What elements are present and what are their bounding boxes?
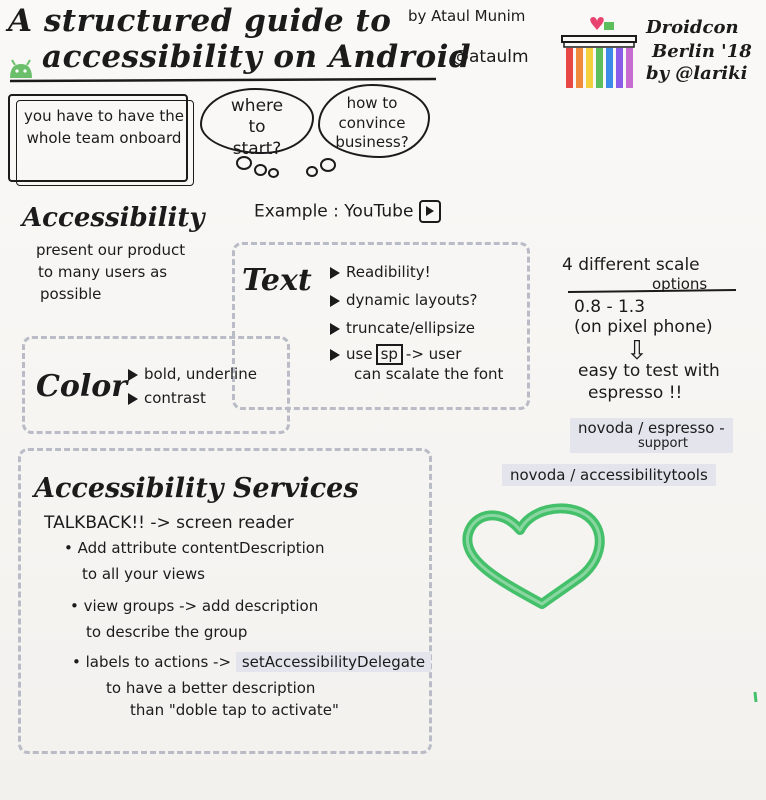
set-accessibility-delegate-tag: setAccessibilityDelegate: [235, 652, 432, 672]
thought-bubble: [236, 156, 252, 170]
team-note-box-shadow: [16, 100, 194, 186]
triangle-bullet-icon: [128, 392, 138, 405]
espresso-tag-line-2: support: [638, 435, 688, 451]
convince-business: how to convince business?: [335, 94, 409, 151]
services-heading: Accessibility Services: [34, 473, 359, 504]
color-item: contrast: [128, 390, 206, 407]
text-item: dynamic layouts?: [330, 292, 477, 309]
espresso-tag-line-1: novoda / espresso -: [578, 419, 725, 437]
services-bullet-2-line-2: to describe the group: [86, 623, 248, 641]
event-line-3: by @lariki: [646, 63, 748, 84]
arrow-down-icon: ⇩: [626, 336, 648, 366]
espresso-support-tag: novoda / espresso - support: [570, 418, 733, 453]
scale-test-1: easy to test with: [578, 361, 720, 381]
color-heading: Color: [36, 369, 128, 404]
scale-heading-2: options: [652, 275, 708, 293]
services-bullet-3-line-3: than "doble tap to activate": [130, 701, 339, 719]
triangle-bullet-icon: [330, 294, 340, 307]
brandenburg-gate-icon: [561, 17, 637, 88]
text-item: truncate/ellipsize: [330, 320, 475, 337]
accessibility-line-3: possible: [40, 285, 102, 303]
services-bullet-3-line-2: to have a better description: [106, 679, 316, 697]
accessibility-heading: Accessibility: [22, 203, 205, 233]
thought-bubble: [306, 166, 318, 177]
text-heading: Text: [242, 263, 312, 298]
team-note-box: [8, 94, 188, 182]
color-item: bold, underline: [128, 366, 257, 383]
triangle-bullet-icon: [330, 322, 340, 335]
event-line-2: Berlin '18: [652, 41, 752, 62]
author: by Ataul Munim: [408, 7, 526, 25]
services-bullet-1: • Add attribute contentDescription: [64, 539, 325, 557]
scale-device: (on pixel phone): [574, 317, 713, 337]
twitter-handle: @ataulm: [452, 47, 529, 67]
play-icon: [419, 200, 442, 223]
example-text: Example : YouTube: [254, 201, 414, 222]
title-line-2: accessibility on Android: [42, 39, 472, 75]
text-item: Readibility!: [330, 264, 431, 281]
accessibilitytools-tag: novoda / accessibilitytools: [502, 464, 716, 486]
thought-bubble: [320, 158, 336, 172]
scale-underline: [567, 289, 737, 293]
services-bullet-1-line-2: to all your views: [82, 565, 205, 583]
services-bullet-3: • labels to actions -> setAccessibilityD…: [72, 652, 432, 672]
team-note: you have to have the whole team onboard: [24, 107, 184, 147]
color-section-frame: [22, 336, 290, 434]
sp-unit-box: sp: [375, 344, 403, 365]
services-bullet-2: • view groups -> add description: [70, 597, 319, 615]
event-line-1: Droidcon: [646, 17, 739, 38]
text-section-frame: [232, 242, 530, 410]
triangle-bullet-icon: [330, 266, 340, 279]
services-section-frame: [18, 448, 432, 754]
where-to-start: where to start?: [230, 96, 284, 159]
scale-test-2: espresso !!: [588, 383, 683, 403]
thought-cloud-business: [318, 84, 430, 158]
thought-bubble: [254, 164, 267, 176]
text-item-sp-line-2: can scalate the font: [354, 365, 504, 383]
title-underline: [9, 77, 437, 83]
example-youtube: Example : YouTube: [254, 200, 442, 223]
title-line-1: A structured guide to: [8, 3, 392, 39]
triangle-bullet-icon: [128, 368, 138, 381]
green-mark: [753, 691, 758, 703]
scale-heading-1: 4 different scale: [562, 255, 700, 275]
accessibility-line-2: to many users as: [38, 263, 168, 281]
thought-bubble: [268, 168, 279, 178]
accessibility-line-1: present our product: [36, 241, 186, 259]
thought-cloud-start: [200, 88, 314, 154]
talkback-line: TALKBACK!! -> screen reader: [44, 513, 294, 533]
triangle-bullet-icon: [330, 348, 340, 361]
android-robot-icon: [10, 59, 32, 78]
green-heart-icon: [462, 503, 605, 609]
scale-range: 0.8 - 1.3: [574, 297, 646, 317]
